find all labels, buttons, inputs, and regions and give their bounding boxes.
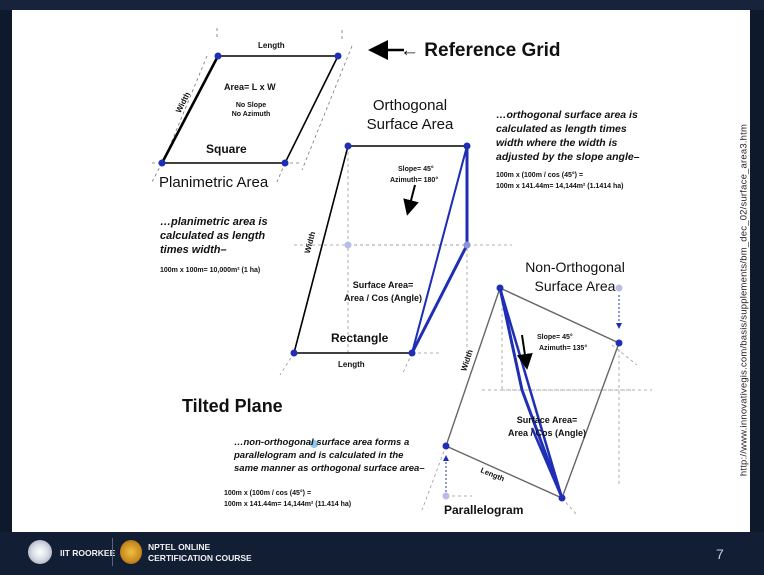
rectangle-shape (292, 145, 469, 354)
tilted-calc-line-2: 100m x 141.44m= 14,144m² (11.414 ha) (224, 501, 352, 508)
footer-institute: IIT ROORKEE (60, 548, 116, 558)
tilted-plane-heading: Tilted Plane (182, 396, 283, 416)
orthogonal-heading-line-1: Orthogonal (372, 97, 448, 114)
tilted-desc-line-2: parallelogram and is calculated in the (234, 450, 404, 461)
footer-course-line-2: CERTIFICATION COURSE (148, 553, 252, 563)
planimetric-area-heading: Planimetric Area (159, 174, 269, 191)
planimetric-calculation: 100m x 100m= 10,000m² (1 ha) (160, 267, 261, 274)
non-orthogonal-formula-line-2: Area / Cos (Angle) (507, 428, 586, 438)
planimetric-description: …planimetric area is calculated as lengt… (160, 215, 268, 257)
rectangle-diagram (279, 146, 512, 376)
top-bar (0, 0, 764, 10)
planimetric-desc-line-1: …planimetric area is (160, 216, 268, 228)
source-url: http://www.innovativegis.com/basis/suppl… (738, 123, 750, 477)
nptel-logo-icon (120, 540, 142, 564)
orthogonal-desc-line-3: width where the width is (496, 137, 618, 149)
non-orthogonal-azimuth: Azimuth= 135° (539, 345, 588, 352)
square-area-formula: Area= L x W (224, 82, 276, 92)
side-url-strip: http://www.innovativegis.com/basis/suppl… (734, 70, 750, 530)
square-no-slope: No Slope (235, 102, 267, 109)
parallelogram-shape-label: Parallelogram (444, 503, 524, 517)
orthogonal-desc-line-2: calculated as length times (496, 123, 627, 135)
diagram-graphics (151, 28, 652, 516)
slide: ← Reference Grid Length Width Area= L x … (12, 10, 750, 532)
square-shape-label: Square (206, 142, 247, 156)
orthogonal-calculation: 100m x (100m / cos (45°) = 100m x 141.44… (496, 170, 623, 192)
non-orthogonal-slope: Slope= 45° (537, 334, 573, 341)
page-number: 7 (716, 546, 724, 562)
tilted-plane-calculation: 100m x (100m / cos (45°) = 100m x 141.44… (224, 488, 351, 510)
footer-divider (112, 538, 113, 566)
planimetric-desc-line-2: calculated as length (160, 230, 266, 242)
rectangle-shape-label: Rectangle (331, 331, 389, 345)
footer-bar: IIT ROORKEE NPTEL ONLINE CERTIFICATION C… (0, 532, 764, 575)
non-orthogonal-heading-line-1: Non-Orthogonal (525, 259, 625, 275)
orthogonal-desc-line-1: …orthogonal surface area is (496, 109, 638, 121)
tilted-calc-line-1: 100m x (100m / cos (45°) = (224, 490, 312, 497)
orthogonal-heading: Orthogonal Surface Area (362, 96, 458, 134)
orthogonal-azimuth: Azimuth= 180° (390, 177, 439, 184)
footer-course-line-1: NPTEL ONLINE (148, 542, 211, 552)
orthogonal-slope: Slope= 45° (398, 166, 434, 173)
orthogonal-desc-line-4: adjusted by the slope angle– (496, 151, 640, 163)
square-no-azimuth: No Azimuth (231, 111, 271, 118)
parallelogram-shape (445, 287, 620, 499)
orthogonal-calc-line-2: 100m x 141.44m= 14,144m² (1.1414 ha) (496, 183, 624, 190)
tilted-desc-line-3: same manner as orthogonal surface area– (234, 463, 425, 474)
orthogonal-calc-line-1: 100m x (100m / cos (45°) = (496, 172, 584, 179)
non-orthogonal-heading: Non-Orthogonal Surface Area (520, 258, 630, 296)
square-length-label: Length (258, 41, 285, 50)
non-orthogonal-heading-line-2: Surface Area (534, 278, 616, 294)
parallelogram-diagram (421, 290, 652, 516)
tilted-plane-description: …non-orthogonal surface area forms a par… (234, 436, 425, 475)
non-orthogonal-formula-line-1: Surface Area= (516, 415, 578, 425)
iit-roorkee-logo-icon (28, 540, 52, 564)
orthogonal-formula-line-2: Area / Cos (Angle) (343, 293, 422, 303)
planimetric-desc-line-3: times width– (160, 244, 227, 256)
orthogonal-formula: Surface Area= Area / Cos (Angle) (328, 279, 438, 305)
tilted-desc-line-1: …non-orthogonal surface area forms a (234, 437, 410, 448)
orthogonal-formula-line-1: Surface Area= (352, 280, 414, 290)
rectangle-length-label: Length (338, 360, 365, 369)
orthogonal-description: …orthogonal surface area is calculated a… (496, 108, 640, 164)
non-orthogonal-formula: Surface Area= Area / Cos (Angle) (492, 414, 602, 440)
reference-grid-title: ← Reference Grid (400, 40, 561, 61)
orthogonal-heading-line-2: Surface Area (366, 116, 454, 133)
